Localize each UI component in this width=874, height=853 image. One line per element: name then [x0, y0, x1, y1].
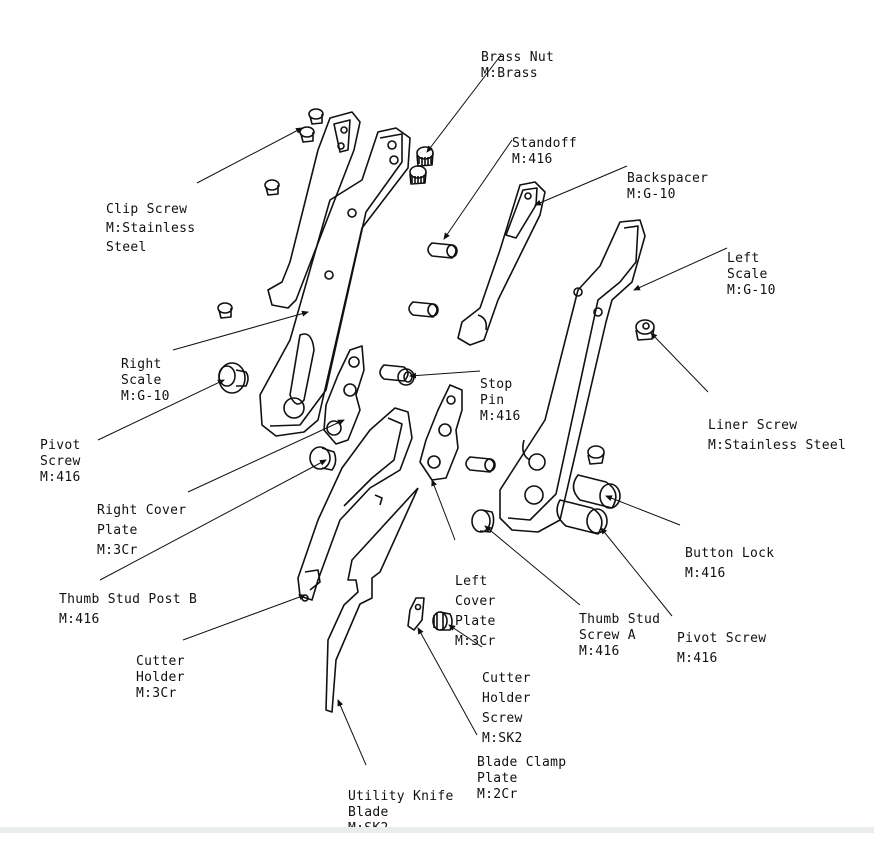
label-line: Utility Knife [348, 789, 454, 804]
label-line: M:416 [677, 651, 718, 666]
clip-screws [217, 108, 324, 319]
label-line: M:SK2 [482, 731, 523, 746]
label-line: Thumb Stud Post B [59, 592, 198, 607]
label-line: Pivot [40, 438, 81, 453]
label-line: M:416 [512, 152, 553, 167]
label-line: M:3Cr [136, 686, 177, 701]
label-line: Screw [482, 711, 523, 726]
label-line: M:Stainless Steel [708, 438, 847, 453]
label-line: Backspacer [627, 171, 709, 186]
label-line: Plate [97, 523, 138, 538]
label-line: Left [455, 574, 488, 589]
label-line: Standoff [512, 136, 578, 151]
clip-part [267, 111, 361, 309]
liner-screw [587, 319, 655, 465]
label-line: M:3Cr [455, 634, 496, 649]
label-line: Thumb Stud [579, 612, 661, 627]
label-line: Plate [455, 614, 496, 629]
label-line: Right [121, 357, 162, 372]
label-line: Pin [480, 393, 505, 408]
bottom-edge-bar [0, 827, 874, 833]
utility-blade-part [325, 487, 419, 713]
backspacer-part [457, 181, 546, 346]
label-line: Liner Screw [708, 418, 798, 433]
pivot-screw-left [218, 362, 249, 394]
label-line: Scale [121, 373, 162, 388]
label-line: Cutter [136, 654, 185, 669]
label-line: Pivot Screw [677, 631, 767, 646]
button-lock-parts [556, 474, 621, 535]
label-thumb-stud-post-b: Thumb Stud Post B M:416 [59, 550, 197, 650]
label-line: M:416 [59, 612, 100, 627]
label-line: M:G-10 [121, 389, 170, 404]
cutter-holder-part [297, 407, 413, 602]
diagram-drawing [97, 54, 728, 766]
label-line: Scale [727, 267, 768, 282]
label-line: M:Stainless [106, 221, 196, 236]
label-line: M:416 [40, 470, 81, 485]
blade-clamp-plate-part [407, 597, 425, 631]
left-scale-part [499, 219, 646, 533]
cutter-holder-screw-part [432, 611, 453, 631]
standoffs [408, 242, 496, 473]
brass-nuts [409, 146, 434, 185]
label-line: M:416 [579, 644, 620, 659]
thumb-stud-post-b [309, 446, 337, 471]
label-line: M:416 [685, 566, 726, 581]
label-line: Screw [40, 454, 81, 469]
label-line: Cover [455, 594, 496, 609]
label-line: Clip Screw [106, 202, 188, 217]
label-line: Cutter [482, 671, 531, 686]
label-line: M:416 [480, 409, 521, 424]
label-line: Brass Nut [481, 50, 555, 65]
right-cover-plate-part [323, 345, 365, 445]
label-utility-knife-blade: Utility KnifeBladeM:SK2 [348, 757, 454, 853]
thumb-stud-screw-a [471, 509, 495, 533]
label-line: Stop [480, 377, 513, 392]
label-line: Steel [106, 240, 147, 255]
label-line: Holder [136, 670, 185, 685]
label-line: M:2Cr [477, 787, 518, 802]
label-line: Blade [348, 805, 389, 820]
label-line: Left [727, 251, 760, 266]
label-line: Plate [477, 771, 518, 786]
leader-lines [97, 54, 728, 766]
label-line: M:G-10 [627, 187, 676, 202]
right-scale-part [259, 127, 411, 437]
label-line: M:Brass [481, 66, 538, 81]
label-line: M:3Cr [97, 543, 138, 558]
stop-pin [379, 364, 415, 386]
label-line: Screw A [579, 628, 636, 643]
label-line: M:G-10 [727, 283, 776, 298]
label-line: Blade Clamp [477, 755, 567, 770]
left-cover-plate-part [419, 384, 463, 481]
label-line: Right Cover [97, 503, 187, 518]
label-line: Holder [482, 691, 531, 706]
label-line: Button Lock [685, 546, 775, 561]
